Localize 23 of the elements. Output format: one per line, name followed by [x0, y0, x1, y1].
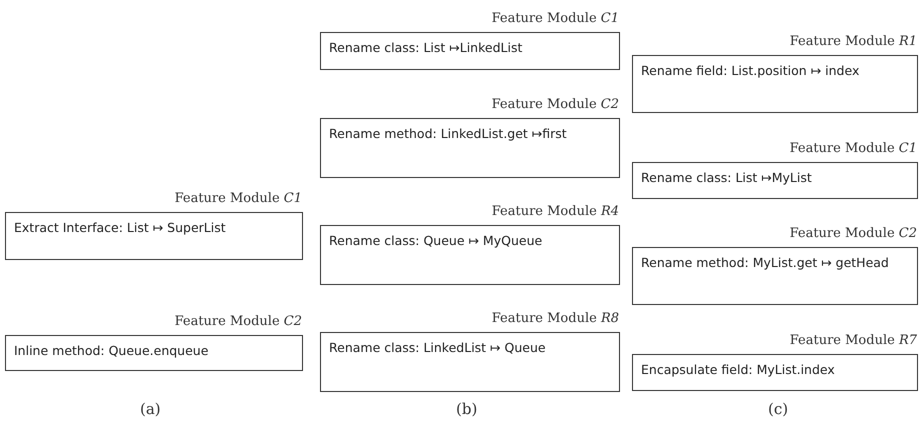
module-heading: Feature Module C1: [790, 141, 917, 156]
refactoring-text: Extract Interface: List ↦ SuperList: [14, 219, 227, 236]
module-heading: Feature Module R8: [492, 311, 619, 326]
refactoring-text: Rename class: LinkedList ↦ Queue: [329, 339, 547, 356]
refactoring-text: Rename class: List ↦LinkedList: [329, 39, 524, 56]
refactoring-text: Rename class: Queue ↦ MyQueue: [329, 232, 544, 249]
module-heading: Feature Module C2: [790, 226, 917, 241]
refactoring-text: Rename field: List.position ↦ index: [641, 62, 860, 79]
module-heading: Feature Module R7: [790, 333, 917, 348]
refactoring-text: Rename class: List ↦MyList: [641, 169, 813, 186]
module-heading: Feature Module C1: [492, 11, 619, 26]
module-heading: Feature Module R1: [790, 34, 917, 49]
refactoring-text: Rename method: MyList.get ↦ getHead: [641, 254, 890, 271]
subfigure-label: (c): [768, 400, 788, 418]
refactoring-text: Encapsulate field: MyList.index: [641, 361, 836, 378]
subfigure-label: (b): [456, 400, 478, 418]
module-heading: Feature Module R4: [492, 204, 619, 219]
subfigure-label: (a): [140, 400, 161, 418]
module-heading: Feature Module C2: [174, 314, 302, 329]
refactoring-text: Rename method: LinkedList.get ↦first: [329, 125, 568, 142]
module-heading: Feature Module C2: [492, 97, 619, 112]
module-heading: Feature Module C1: [174, 191, 302, 206]
refactoring-text: Inline method: Queue.enqueue: [14, 342, 210, 359]
